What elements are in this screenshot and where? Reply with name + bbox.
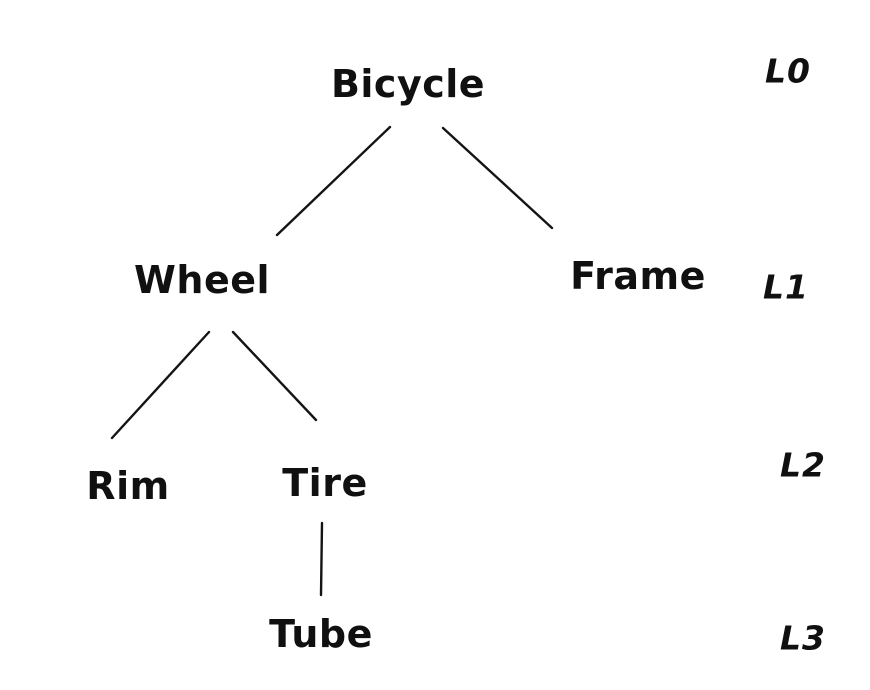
- edge-bicycle-wheel: [275, 125, 392, 237]
- node-tire: Tire: [282, 461, 368, 505]
- level-label-l1: L1: [763, 267, 809, 307]
- node-frame: Frame: [570, 254, 706, 298]
- level-label-l2: L2: [780, 445, 826, 485]
- node-wheel: Wheel: [133, 258, 271, 302]
- node-bicycle: Bicycle: [330, 62, 486, 106]
- edge-bicycle-frame: [441, 126, 554, 230]
- node-rim: Rim: [86, 464, 170, 508]
- level-label-l0: L0: [765, 51, 811, 91]
- edge-tire-tube: [319, 521, 324, 597]
- node-tube: Tube: [269, 612, 373, 656]
- edge-wheel-rim: [110, 330, 211, 440]
- edge-wheel-tire: [231, 330, 318, 422]
- level-label-l3: L3: [780, 618, 826, 658]
